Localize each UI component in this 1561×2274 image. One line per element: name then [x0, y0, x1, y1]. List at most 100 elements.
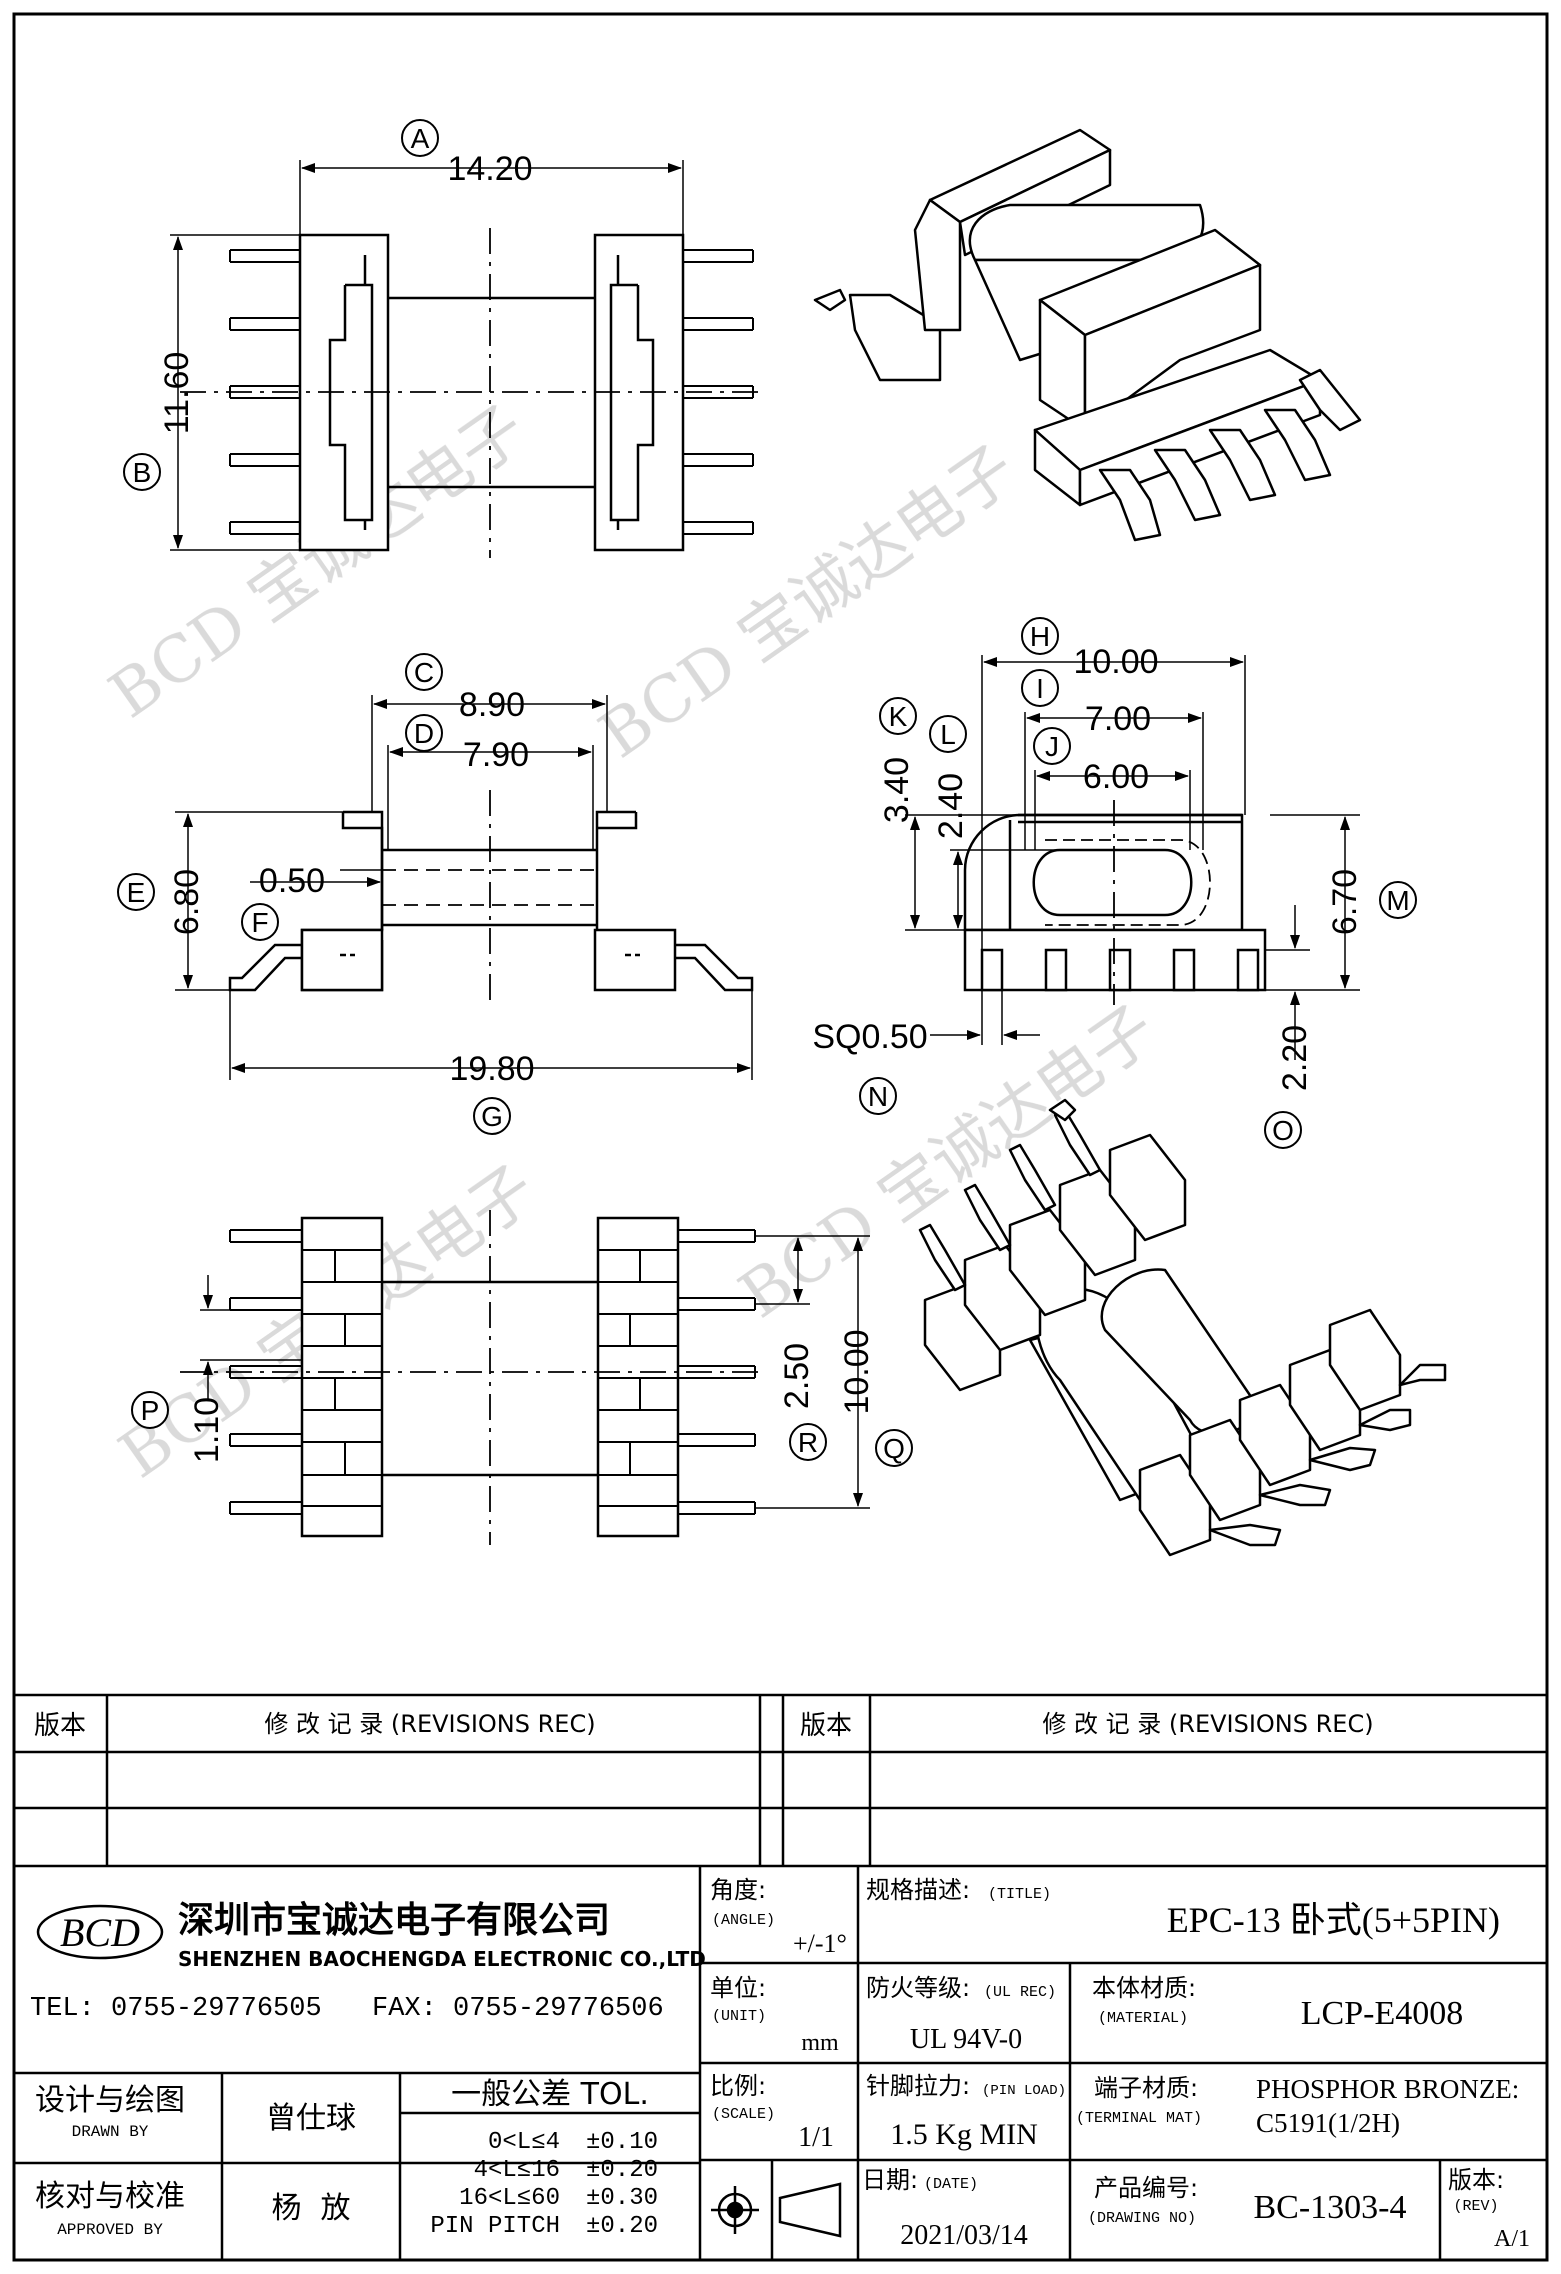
- side-view: [905, 655, 1360, 1060]
- dim-d: D 7.90: [405, 714, 529, 774]
- field-unit: 单位: (UNIT) mm: [710, 1974, 839, 2056]
- dim-c: C 8.90: [405, 653, 525, 724]
- rev-col-version: 版本: [34, 1711, 86, 1741]
- drawn-label: 设计与绘图: [35, 2083, 185, 2118]
- dim-f: F 0.50: [241, 862, 325, 941]
- dim-k: K 3.40: [878, 697, 917, 823]
- isometric-view-bottom: [918, 1098, 1447, 1557]
- dim-h-value: 10.00: [1073, 643, 1158, 681]
- date-label: 日期:: [862, 2166, 918, 2194]
- dim-l-tag: L: [940, 719, 956, 750]
- dim-n-value: SQ0.50: [812, 1018, 927, 1056]
- sheet-border: [12, 12, 1549, 2262]
- dim-q-tag: Q: [883, 1433, 905, 1464]
- tolerance-block: 一般公差 TOL. 0<L≤4 ±0.10 4<L≤16 ±0.20 16<L≤…: [430, 2077, 658, 2240]
- tolerance-range: 16<L≤60: [459, 2185, 560, 2212]
- date-label-en: (DATE): [924, 2176, 978, 2193]
- tolerance-value: ±0.20: [586, 2213, 658, 2240]
- dim-q-value: 10.00: [838, 1329, 876, 1414]
- dim-d-value: 7.90: [463, 736, 529, 774]
- company-fax: FAX: 0755-29776506: [372, 1994, 664, 2024]
- company-block: BCD 深圳市宝诚达电子有限公司 SHENZHEN BAOCHENGDA ELE…: [30, 1900, 706, 2024]
- top-view: [170, 160, 760, 558]
- dim-g-tag: G: [481, 1101, 503, 1132]
- dim-c-value: 8.90: [459, 686, 525, 724]
- dim-i-value: 7.00: [1085, 700, 1151, 738]
- rev-value: A/1: [1494, 2226, 1530, 2252]
- unit-value: mm: [801, 2030, 839, 2056]
- angle-label-en: (ANGLE): [712, 1912, 775, 1929]
- tolerance-value: ±0.20: [586, 2157, 658, 2184]
- company-logo: BCD: [36, 1904, 164, 1960]
- field-scale: 比例: (SCALE) 1/1: [710, 2072, 834, 2153]
- company-name-cn: 深圳市宝诚达电子有限公司: [178, 1900, 610, 1941]
- rev-label: 版本:: [1448, 2166, 1504, 2194]
- bottom-view: [180, 1210, 870, 1545]
- pinload-label-en: (PIN LOAD): [982, 2083, 1066, 2099]
- dim-k-tag: K: [889, 701, 908, 732]
- dim-p-value: 1.10: [188, 1397, 226, 1463]
- drawing-no-value: BC-1303-4: [1254, 2189, 1407, 2226]
- material-label: 本体材质:: [1092, 1974, 1196, 2002]
- tolerance-range: 0<L≤4: [488, 2129, 560, 2156]
- pinload-value: 1.5 Kg MIN: [890, 2118, 1038, 2151]
- dim-r-value: 2.50: [778, 1343, 816, 1409]
- drawn-name: 曾仕球: [266, 2101, 356, 2136]
- revisions-table: 版本 修 改 记 录 (REVISIONS REC) 版本 修 改 记 录 (R…: [34, 1710, 1374, 1741]
- dim-g: G 19.80: [449, 1050, 535, 1135]
- dim-o-tag: O: [1272, 1115, 1294, 1146]
- approved-label-en: APPROVED BY: [57, 2221, 163, 2239]
- terminal-label: 端子材质:: [1094, 2074, 1198, 2102]
- dim-p-tag: P: [141, 1395, 160, 1426]
- dim-m-tag: M: [1386, 885, 1409, 916]
- angle-value: +/-1°: [793, 1929, 847, 1958]
- dim-r: R 2.50: [778, 1343, 827, 1461]
- rev-label-en: (REV): [1453, 2198, 1498, 2215]
- approved-name: 杨 放: [271, 2191, 350, 2226]
- dim-i-tag: I: [1036, 673, 1044, 704]
- scale-label: 比例:: [710, 2072, 766, 2100]
- title-value: EPC-13 卧式(5+5PIN): [1167, 1900, 1500, 1940]
- dim-q: Q 10.00: [838, 1329, 913, 1467]
- dim-i: I 7.00: [1021, 669, 1151, 738]
- unit-label: 单位:: [710, 1974, 766, 2002]
- scale-label-en: (SCALE): [712, 2106, 775, 2123]
- dim-h-tag: H: [1030, 621, 1050, 652]
- company-logo-text: BCD: [60, 1910, 140, 1955]
- tolerance-value: ±0.30: [586, 2185, 658, 2212]
- ul-value: UL 94V-0: [910, 2024, 1022, 2055]
- dim-n-tag: N: [868, 1081, 888, 1112]
- tolerance-title: 一般公差 TOL.: [451, 2077, 649, 2112]
- scale-value: 1/1: [798, 2122, 834, 2153]
- approved-label: 核对与校准: [35, 2179, 185, 2214]
- dim-n: N SQ0.50: [812, 1018, 928, 1115]
- field-ul: 防火等级: (UL REC) UL 94V-0: [866, 1974, 1056, 2055]
- dim-m: M 6.70: [1326, 869, 1417, 935]
- company-name-en: SHENZHEN BAOCHENGDA ELECTRONIC CO.,LTD: [178, 1947, 706, 1971]
- title-block-grid: [14, 1693, 1547, 2260]
- field-rev: 版本: (REV) A/1: [1448, 2166, 1530, 2252]
- drawn-label-en: DRAWN BY: [72, 2123, 149, 2141]
- dim-d-tag: D: [414, 718, 434, 749]
- ul-label-en: (UL REC): [984, 1984, 1056, 2001]
- dim-h: H 10.00: [1021, 617, 1159, 681]
- tolerance-range: 4<L≤16: [474, 2157, 560, 2184]
- field-angle: 角度: (ANGLE) +/-1°: [710, 1876, 847, 1958]
- drawing-no-label: 产品编号:: [1094, 2174, 1198, 2202]
- dim-l: L 2.40: [929, 715, 970, 839]
- pinload-label: 针脚拉力:: [866, 2072, 970, 2100]
- dim-e-tag: E: [127, 877, 146, 908]
- front-view: [175, 695, 754, 1080]
- dim-j: J 6.00: [1033, 727, 1149, 796]
- material-label-en: (MATERIAL): [1098, 2010, 1188, 2027]
- rev-col-version: 版本: [800, 1711, 852, 1741]
- dim-j-tag: J: [1045, 731, 1059, 762]
- field-material: 本体材质: (MATERIAL) LCP-E4008: [1092, 1974, 1463, 2032]
- date-value: 2021/03/14: [900, 2220, 1028, 2251]
- dim-a-value: 14.20: [447, 150, 532, 188]
- isometric-view-top: [813, 128, 1362, 542]
- dim-e-value: 6.80: [168, 869, 206, 935]
- drawing-no-label-en: (DRAWING NO): [1088, 2210, 1196, 2227]
- dim-o-value: 2.20: [1276, 1025, 1314, 1091]
- dim-a-tag: A: [411, 123, 430, 154]
